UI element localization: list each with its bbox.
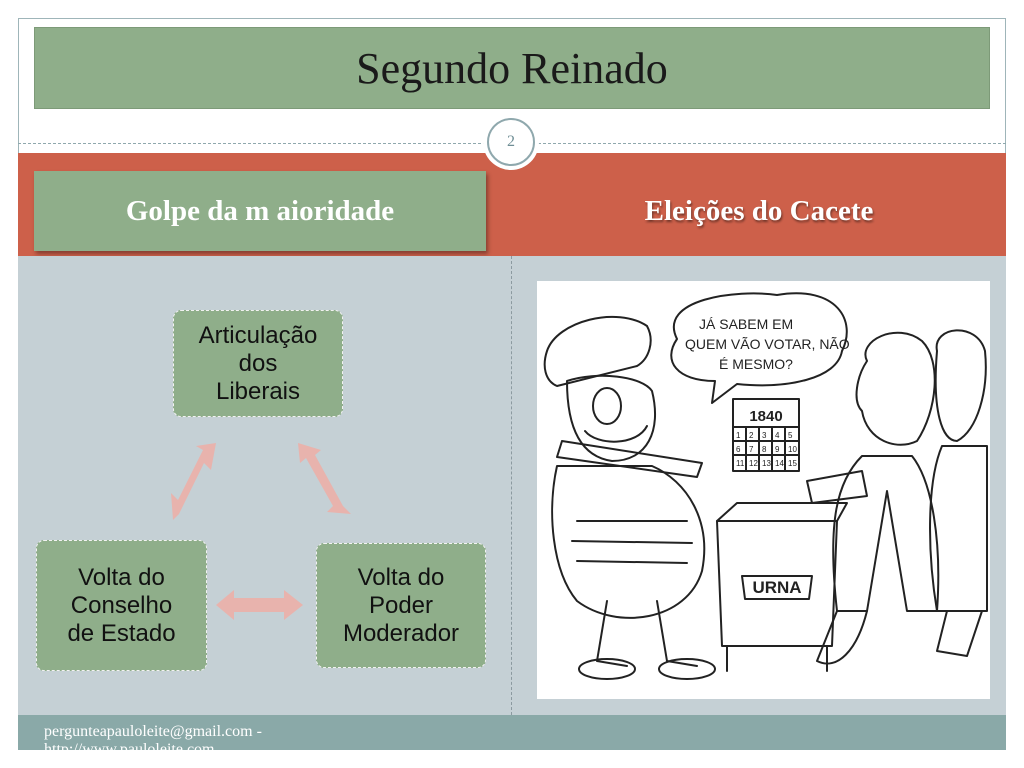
- calendar-day: 6: [736, 445, 741, 454]
- right-heading: Eleições do Cacete: [644, 194, 874, 227]
- soldier-body: [551, 465, 706, 619]
- cycle-node-bottom-right: Volta do Poder Moderador: [316, 543, 486, 668]
- calendar-day: 12: [749, 459, 758, 468]
- calendar-day: 1: [736, 431, 741, 440]
- calendar-day: 14: [775, 459, 784, 468]
- column-separator: [511, 256, 512, 715]
- calendar-day: 15: [788, 459, 797, 468]
- calendar-day: 10: [788, 445, 797, 454]
- cycle-node-bottom-right-label: Volta do Poder Moderador: [342, 563, 460, 647]
- calendar-day: 4: [775, 431, 780, 440]
- calendar-day: 9: [775, 445, 780, 454]
- footer-text: pergunteapauloleite@gmail.com - http://w…: [44, 723, 262, 750]
- calendar-day: 3: [762, 431, 767, 440]
- slide-title: Segundo Reinado: [356, 43, 668, 93]
- calendar-day: 2: [749, 431, 754, 440]
- slide-number-badge: 2: [487, 118, 535, 166]
- cartoon-drawing: JÁ SABEM EM QUEM VÃO VOTAR, NÃO É MESMO?…: [543, 292, 988, 680]
- speech-line-1: JÁ SABEM EM: [699, 316, 793, 332]
- calendar-day: 7: [749, 445, 754, 454]
- speech-bubble: [670, 292, 848, 404]
- title-bar: Segundo Reinado: [34, 27, 990, 109]
- calendar-day: 11: [736, 459, 745, 468]
- ballot-box: [716, 520, 838, 647]
- footer-bar: pergunteapauloleite@gmail.com - http://w…: [18, 715, 1006, 750]
- arrow-left-right: [216, 590, 303, 620]
- arrow-top-to-right: [298, 443, 351, 514]
- slide-number: 2: [507, 133, 515, 150]
- cycle-node-bottom-left: Volta do Conselho de Estado: [36, 540, 207, 671]
- left-heading: Golpe da m aioridade: [125, 194, 395, 227]
- soldier-hat: [543, 315, 652, 387]
- cycle-node-top-label: Articulação dos Liberais: [198, 321, 318, 405]
- election-cartoon: JÁ SABEM EM QUEM VÃO VOTAR, NÃO É MESMO?…: [537, 281, 990, 699]
- ballot-box-label: URNA: [752, 578, 801, 597]
- cycle-node-bottom-left-label: Volta do Conselho de Estado: [67, 563, 176, 647]
- left-heading-box: Golpe da m aioridade: [34, 171, 486, 251]
- arrow-top-to-left: [171, 443, 216, 520]
- calendar-year: 1840: [749, 408, 782, 425]
- speech-line-3: É MESMO?: [719, 356, 793, 372]
- calendar-day: 8: [762, 445, 767, 454]
- voter-left: [855, 331, 936, 446]
- calendar-day: 13: [762, 459, 771, 468]
- cycle-node-top: Articulação dos Liberais: [173, 310, 343, 417]
- calendar: [732, 398, 800, 472]
- speech-line-2: QUEM VÃO VOTAR, NÃO: [685, 336, 850, 352]
- calendar-day: 5: [788, 431, 793, 440]
- right-heading-box: Eleições do Cacete: [512, 171, 1006, 251]
- soldier-club: [556, 440, 703, 478]
- voter-right: [934, 329, 987, 442]
